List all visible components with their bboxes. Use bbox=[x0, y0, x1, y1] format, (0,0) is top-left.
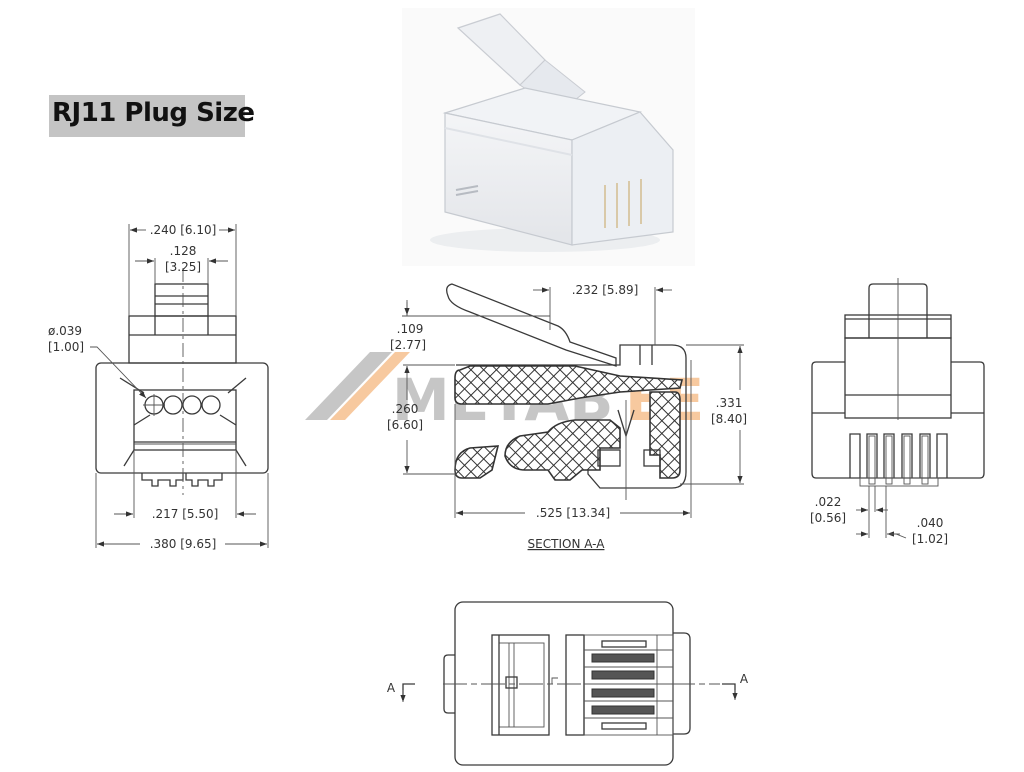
rear-view: .022 [0.56] .040 [1.02] bbox=[810, 278, 985, 546]
dim-240: .240 [6.10] bbox=[150, 223, 217, 237]
product-photo bbox=[402, 8, 695, 266]
dim-260-mm: [6.60] bbox=[387, 418, 423, 432]
dim-331-inch: .331 bbox=[716, 396, 743, 410]
dim-022-mm: [0.56] bbox=[810, 511, 846, 525]
dim-022-inch: .022 bbox=[815, 495, 842, 509]
dim-217: .217 [5.50] bbox=[152, 507, 219, 521]
dim-260-inch: .260 bbox=[392, 402, 419, 416]
section-view: .109 [2.77] .232 [5.89] .260 [6.60] .331… bbox=[387, 283, 747, 551]
dim-380: .380 [9.65] bbox=[150, 537, 217, 551]
dim-040-mm: [1.02] bbox=[912, 532, 948, 546]
front-view: .240 [6.10] .128 [3.25] ø.039 [1.00] .21… bbox=[48, 223, 269, 551]
title-highlight bbox=[49, 95, 245, 137]
section-marker-right: A bbox=[740, 672, 749, 686]
dim-128-mm: [3.25] bbox=[165, 260, 201, 274]
section-caption: SECTION A-A bbox=[528, 537, 606, 551]
dim-331-mm: [8.40] bbox=[711, 412, 747, 426]
dim-040-inch: .040 bbox=[917, 516, 944, 530]
page-title: RJ11 Plug Size bbox=[52, 98, 255, 128]
dim-039-inch: ø.039 bbox=[48, 324, 82, 338]
dim-525: .525 [13.34] bbox=[536, 506, 610, 520]
dim-109-inch: .109 bbox=[397, 322, 424, 336]
dim-109-mm: [2.77] bbox=[390, 338, 426, 352]
section-marker-left: A bbox=[387, 681, 396, 695]
dim-128-inch: .128 bbox=[170, 244, 197, 258]
top-view: A A bbox=[387, 601, 749, 766]
dim-039-mm: [1.00] bbox=[48, 340, 84, 354]
dim-232: .232 [5.89] bbox=[572, 283, 639, 297]
